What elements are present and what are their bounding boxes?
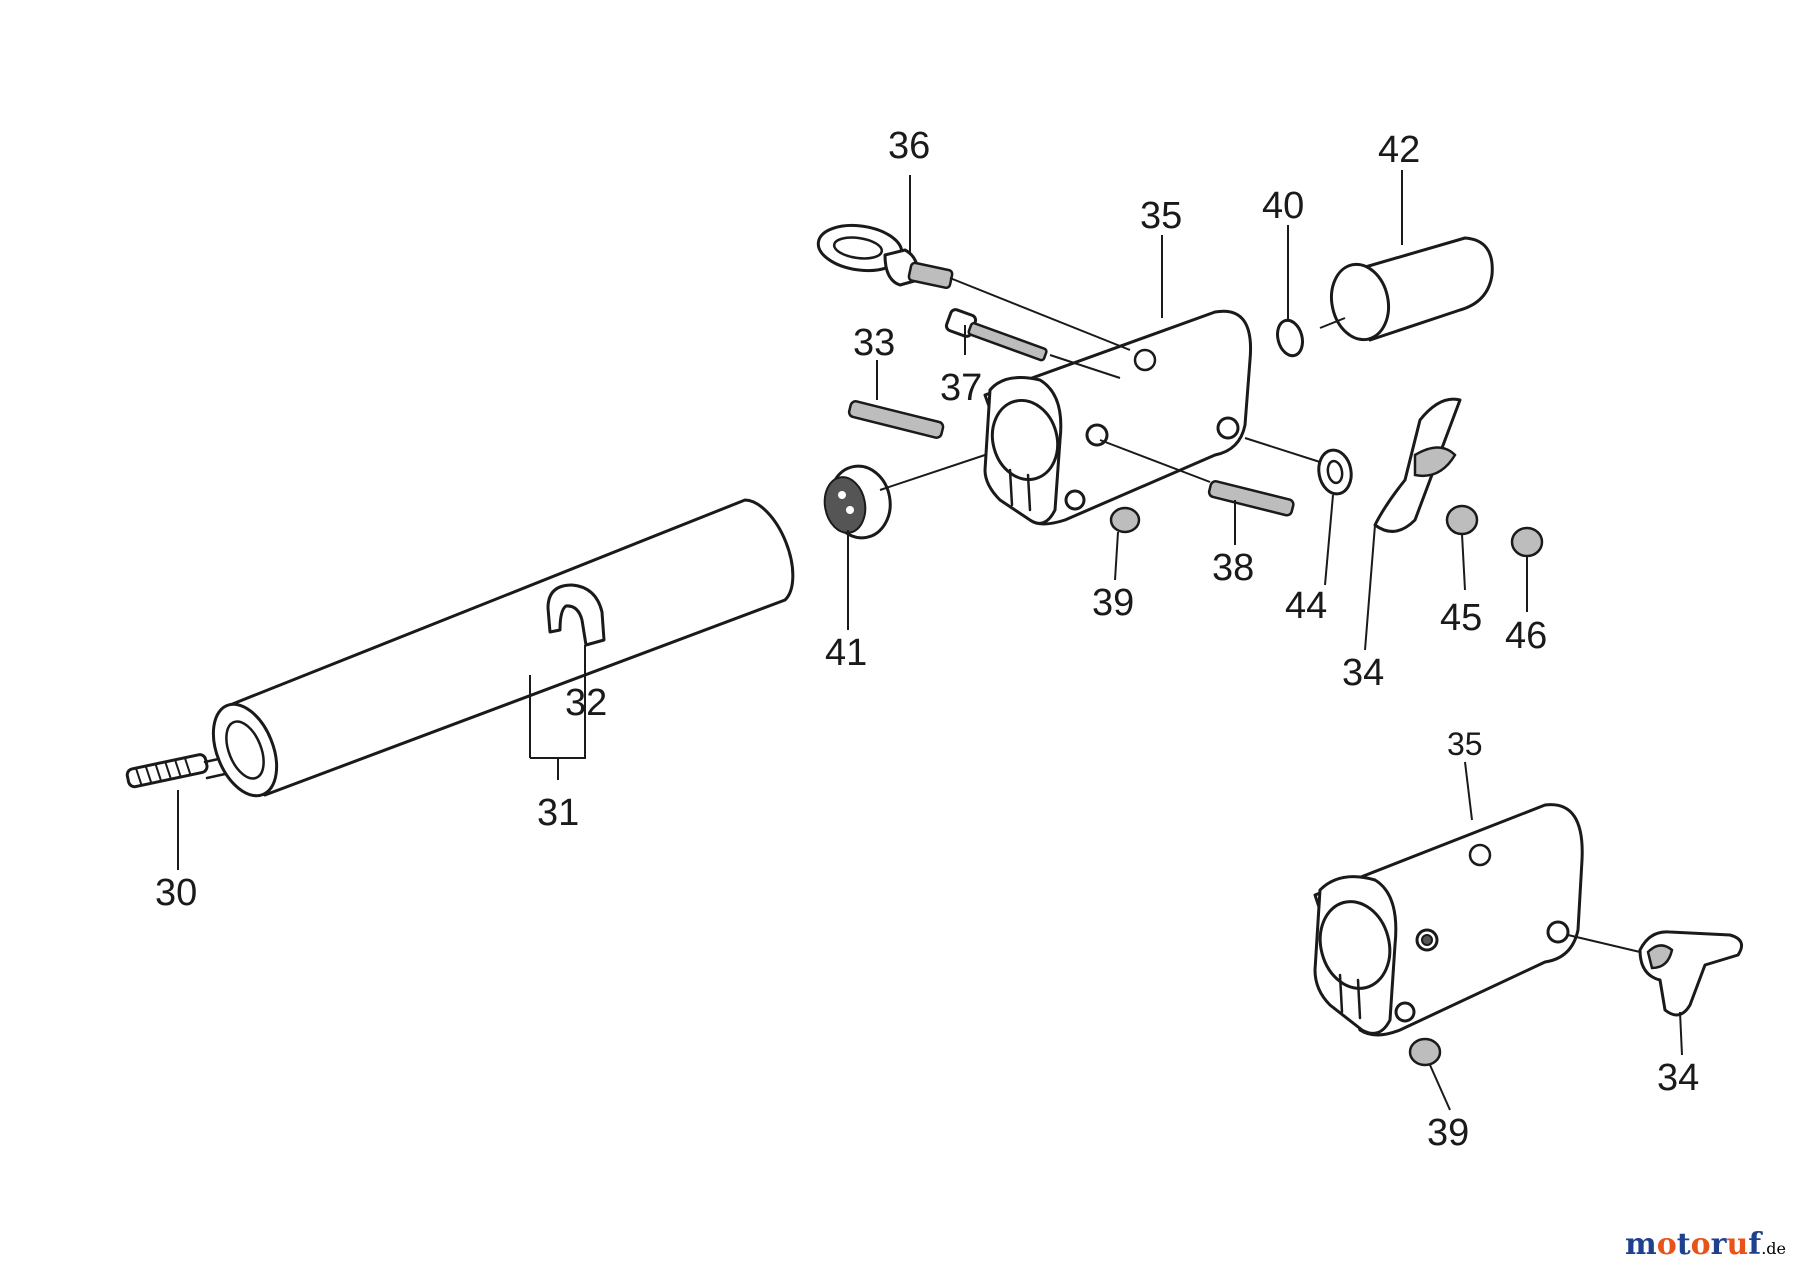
label-44: 44 [1285, 585, 1327, 627]
label-36: 36 [888, 125, 930, 167]
part-39-nut-top [1109, 506, 1141, 534]
part-labels: 30 31 32 33 34 34 35 35 36 37 38 39 39 4… [155, 125, 1699, 1154]
watermark-letter: u [1726, 1227, 1749, 1262]
part-46-nut [1510, 526, 1544, 558]
part-36-eye-bolt [816, 223, 1131, 351]
label-40: 40 [1262, 185, 1304, 227]
watermark-letter: r [1710, 1227, 1727, 1262]
label-34-bottom: 34 [1657, 1057, 1699, 1099]
label-37: 37 [940, 367, 982, 409]
watermark-letter: o [1656, 1227, 1677, 1262]
label-33: 33 [853, 322, 895, 364]
part-45-nut [1445, 504, 1479, 536]
label-30: 30 [155, 872, 197, 914]
part-31-tube [211, 498, 795, 798]
part-35-housing-top [983, 309, 1253, 526]
part-41-bushing [823, 464, 892, 540]
watermark-letter: o [1690, 1227, 1711, 1262]
watermark-word: motoruf [1625, 1227, 1761, 1262]
watermark-letter: f [1748, 1227, 1762, 1262]
part-40-o-ring [1276, 318, 1304, 358]
part-42-sleeve [1319, 236, 1494, 342]
watermark-letter: t [1676, 1227, 1691, 1262]
label-32: 32 [565, 682, 607, 724]
label-35-bottom: 35 [1447, 726, 1483, 762]
part-39-nut-bottom [1408, 1037, 1442, 1067]
part-34-knob-top [1373, 397, 1462, 533]
label-38: 38 [1212, 547, 1254, 589]
label-42: 42 [1378, 129, 1420, 171]
label-34-top: 34 [1342, 652, 1384, 694]
part-33-stud [847, 400, 986, 491]
part-38-stud [1099, 439, 1295, 517]
label-31: 31 [537, 792, 579, 834]
motoruf-watermark-logo: motoruf.de [1625, 1227, 1786, 1262]
watermark-letter: m [1625, 1227, 1657, 1262]
label-46: 46 [1505, 615, 1547, 657]
leader-lines [177, 170, 1683, 1111]
label-35-top: 35 [1140, 195, 1182, 237]
watermark-tld: .de [1761, 1239, 1786, 1258]
part-32-clip [546, 583, 606, 647]
label-39-top: 39 [1092, 582, 1134, 624]
label-39-bottom: 39 [1427, 1112, 1469, 1154]
part-37-screw [944, 308, 1121, 379]
label-41: 41 [825, 632, 867, 674]
part-44-washer [1244, 437, 1353, 496]
part-35-housing-bottom [1313, 803, 1641, 1037]
label-45: 45 [1440, 597, 1482, 639]
part-34-knob-bottom [1638, 930, 1744, 1017]
